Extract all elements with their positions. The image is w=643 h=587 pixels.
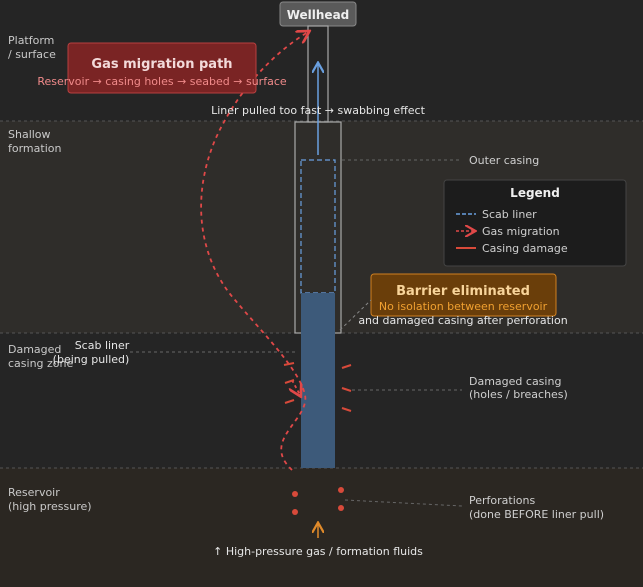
legend-box	[443, 179, 627, 267]
barrier-leader	[339, 299, 372, 331]
gas-migration-arrow	[292, 379, 300, 395]
gas-path-title: Gas migration path	[91, 57, 232, 72]
casing-damage-marks	[283, 362, 352, 412]
zone-label-damaged-2: casing zone	[8, 357, 74, 370]
gas-migration-path	[200, 32, 308, 471]
barrier-box	[370, 273, 557, 317]
legend-item-scab-liner: Scab liner	[482, 208, 537, 221]
wellhead-label: Wellhead	[287, 8, 350, 22]
scab-liner-label-1: Scab liner	[75, 339, 130, 352]
zone-label-shallow-1: Shallow	[8, 128, 51, 141]
perforations-leader	[344, 499, 463, 507]
liner-pulled-note: Liner pulled too fast → swabbing effect	[211, 104, 425, 117]
outer-casing-label: Outer casing	[469, 154, 539, 167]
damaged-casing-label-2: (holes / breaches)	[469, 388, 568, 401]
legend-item-casing-damage: Casing damage	[482, 242, 568, 255]
perforations-label-2: (done BEFORE liner pull)	[469, 508, 604, 521]
gas-path-subtitle: Reservoir → casing holes → seabed → surf…	[37, 75, 287, 88]
zone-label-shallow-2: formation	[8, 142, 61, 155]
legend-title: Legend	[510, 186, 560, 200]
legend-item-gas-migration: Gas migration	[482, 225, 560, 238]
scab-liner-label-2: (being pulled)	[53, 353, 130, 366]
gas-path-box	[67, 42, 257, 94]
wellbore-fluid-column	[301, 293, 335, 468]
perforation-marks	[292, 487, 344, 515]
perforations-label-1: Perforations	[469, 494, 535, 507]
barrier-continuation: and damaged casing after perforation	[358, 314, 567, 327]
zone-label-reservoir-1: Reservoir	[8, 486, 60, 499]
zone-label-reservoir-2: (high pressure)	[8, 500, 92, 513]
zone-label-platform-2: / surface	[8, 48, 56, 61]
damaged-casing-label-1: Damaged casing	[469, 375, 561, 388]
fluids-note: ↑ High-pressure gas / formation fluids	[213, 545, 423, 558]
reservoir-zone	[0, 468, 643, 587]
barrier-title: Barrier eliminated	[396, 284, 530, 299]
barrier-subtitle: No isolation between reservoir	[379, 300, 548, 313]
zone-label-damaged-1: Damaged	[8, 343, 61, 356]
zone-label-platform-1: Platform	[8, 34, 54, 47]
